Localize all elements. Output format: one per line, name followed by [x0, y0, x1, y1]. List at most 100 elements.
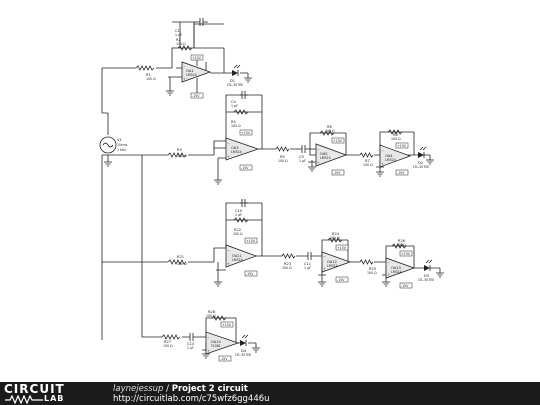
resistor-r6[interactable]: R6 100 Ω — [319, 125, 335, 136]
led-d4[interactable]: D4 LTL-307EE — [235, 334, 251, 357]
svg-text:+: + — [207, 349, 210, 353]
resistor-r7[interactable]: R7 100 Ω — [359, 152, 374, 167]
resistor-r27[interactable]: R27 100 Ω — [161, 334, 181, 348]
led-d2-model: LTL-307EE — [413, 165, 429, 169]
capacitor-c13-name: C13 — [187, 342, 194, 346]
capacitor-c13[interactable]: C13 1 μF — [187, 333, 194, 350]
capacitor-c11[interactable]: C11 1 μF — [304, 252, 314, 270]
project-url[interactable]: http://circuitlab.com/c75wfz6gg446u — [113, 394, 270, 404]
project-title: Project 2 circuit — [171, 384, 248, 394]
led-d4-model: LTL-307EE — [235, 353, 251, 357]
opamp-oa3-vneg: -15V — [241, 166, 249, 170]
footer-bar: CIRCUIT LAB laynejessup / Project 2 circ… — [0, 382, 540, 405]
capacitor-c10-name: C10 — [235, 209, 243, 213]
capacitor-c1-name: C1 — [175, 29, 180, 33]
source-name: V1 — [117, 138, 122, 142]
led-d1[interactable]: D1 LTL-307EE — [227, 64, 243, 87]
resistor-r1-name: R1 — [146, 73, 151, 77]
resistor-r1[interactable]: R1 100 Ω — [135, 65, 156, 81]
resistor-r22-name: R22 — [234, 228, 241, 232]
circuitlab-logo[interactable]: CIRCUIT LAB — [4, 383, 92, 404]
logo-brand-top: CIRCUIT — [4, 382, 65, 396]
resistor-r8-name: R8 — [393, 133, 398, 137]
svg-text:+: + — [387, 273, 390, 277]
opamp-oa1-vneg: -15V — [192, 94, 200, 98]
capacitor-c4[interactable]: C4 1 μF — [231, 91, 248, 108]
username-link[interactable]: laynejessup — [113, 384, 164, 394]
svg-text:−: − — [387, 261, 390, 265]
resistor-r5-name: R5 — [280, 155, 285, 159]
resistor-r3-name: R3 — [177, 148, 182, 152]
svg-text:+: + — [227, 155, 230, 159]
resistor-r26-value: 100 Ω — [396, 243, 406, 247]
svg-text:−: − — [323, 255, 326, 259]
svg-text:+: + — [381, 162, 384, 166]
opamp-oa5[interactable]: −+ OA5 LM324 +15V -15V — [315, 137, 348, 176]
capacitor-c10-value: 1 μF — [235, 213, 242, 217]
opamp-oa11-vneg: -15V — [246, 272, 254, 276]
svg-text:−: − — [227, 142, 230, 146]
opamp-oa14[interactable]: −+ OA14 TL081 +15V -15V — [205, 321, 240, 362]
opamp-oa4[interactable]: −+ OA4 LM324 +15V -15V — [379, 142, 412, 176]
opamp-oa14-vneg: -15V — [220, 357, 228, 361]
opamp-oa12[interactable]: −+ OA12 LM324 +15V -15V — [321, 244, 352, 283]
opamp-oa11-name: OA11 — [232, 254, 242, 258]
source-amplitude: 1Vrms — [117, 143, 128, 147]
resistor-r26[interactable]: R26 100 Ω — [391, 239, 407, 249]
resistor-r28[interactable]: R28 100 Ω — [206, 310, 227, 321]
resistor-r24-value: 100 Ω — [330, 236, 340, 240]
opamp-oa3[interactable]: −+ OA3 LM324 +15V -15V — [225, 129, 260, 171]
resistor-r24-name: R24 — [332, 232, 340, 236]
led-returns — [244, 73, 444, 353]
leds: D1 LTL-307EE D2 LTL-307EE D3 LTL-307EE D… — [227, 64, 434, 357]
opamp-oa4-model: LM324 — [385, 158, 396, 162]
resistor-r24[interactable]: R24 100 Ω — [327, 232, 343, 243]
opamp-oa13[interactable]: −+ OA13 LM324 +15V -15V — [385, 250, 416, 289]
opamp-oa13-vpos: +15V — [401, 252, 411, 256]
led-d3[interactable]: D3 LTL-307EE — [418, 259, 434, 282]
resistor-r23[interactable]: R23 100 Ω — [281, 253, 296, 270]
resistor-r21[interactable]: R21 100 Ω — [167, 255, 187, 266]
capacitor-c1-value: 1 μF — [175, 33, 182, 37]
svg-text:−: − — [317, 148, 320, 152]
opamp-oa11[interactable]: −+ OA11 LM324 +15V -15V — [225, 237, 258, 277]
resistor-r22[interactable]: R22 100 Ω — [233, 217, 249, 236]
resistor-r26-name: R26 — [398, 239, 406, 243]
resistor-r4[interactable]: R4 100 Ω — [231, 109, 249, 128]
opamp-oa1-model: LM324 — [186, 73, 197, 77]
resistor-r5[interactable]: R5 100 Ω — [275, 146, 290, 163]
capacitor-c4-value: 1 μF — [231, 104, 238, 108]
resistor-r8[interactable]: R8 100 Ω — [387, 129, 403, 141]
byline: laynejessup / Project 2 circuit — [113, 384, 248, 394]
svg-text:−: − — [183, 65, 186, 69]
capacitor-c5[interactable]: C5 1 μF — [299, 145, 308, 163]
opamp-oa4-vneg: -15V — [397, 171, 405, 175]
ac-source-v1[interactable]: V1 1Vrms 1 kHz — [99, 136, 128, 154]
resistor-r28-name: R28 — [208, 310, 216, 314]
opamp-oa12-vneg: -15V — [337, 278, 345, 282]
resistor-r25[interactable]: R25 100 Ω — [359, 259, 377, 275]
resistor-r25-name: R25 — [369, 267, 376, 271]
capacitors: C1 1 μF C4 1 μF C5 1 μF C10 1 μF C11 1 μ… — [175, 18, 314, 350]
opamp-oa1[interactable]: −+ OA1 LM324 +15V -15V — [181, 54, 212, 99]
resistor-r2-name: R2 — [176, 38, 181, 42]
resistor-r2[interactable]: R2 100 Ω — [176, 38, 193, 51]
resistor-r28-value: 100 Ω — [206, 314, 216, 318]
led-d2[interactable]: D2 LTL-307EE — [413, 146, 429, 169]
svg-text:+: + — [317, 161, 320, 165]
opamp-oa4-vpos: +15V — [397, 144, 407, 148]
led-d1-name: D1 — [230, 79, 235, 83]
logo-brand-bottom: LAB — [44, 394, 65, 403]
resistor-r3[interactable]: R3 100 Ω — [167, 148, 187, 158]
opamp-oa1-name: OA1 — [186, 69, 194, 73]
opamp-oa3-name: OA3 — [231, 146, 239, 150]
led-d2-name: D2 — [418, 161, 423, 165]
opamp-oa5-vneg: -15V — [333, 171, 341, 175]
svg-text:−: − — [381, 149, 384, 153]
capacitor-c10[interactable]: C10 1 μF — [235, 199, 248, 217]
opamp-oa5-name: OA5 — [320, 152, 328, 156]
resistor-r4-value: 100 Ω — [231, 124, 241, 128]
led-d4-name: D4 — [241, 349, 247, 353]
schematic-canvas: V1 1Vrms 1 kHz R2 100 Ω R1 100 Ω R4 100 … — [99, 18, 444, 362]
capacitor-c1[interactable]: C1 1 μF — [175, 18, 208, 37]
